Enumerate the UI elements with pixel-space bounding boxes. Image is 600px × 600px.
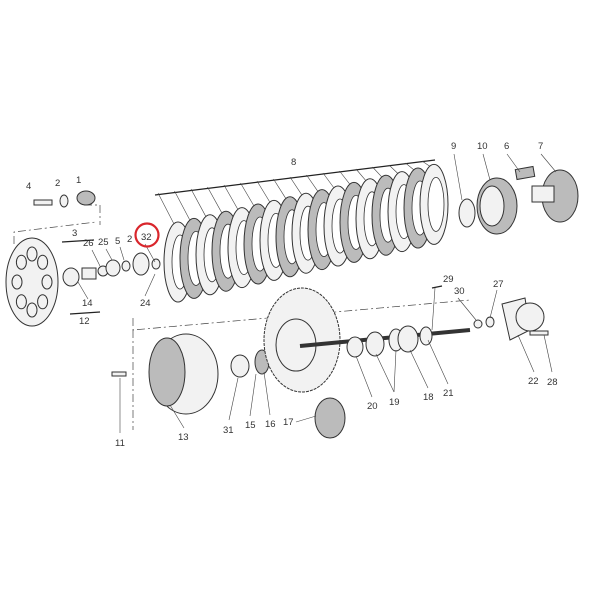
label-part-19: 19 [389, 397, 400, 408]
label-part-31: 31 [223, 425, 234, 436]
hole [26, 302, 38, 318]
label-part-28: 28 [547, 377, 558, 388]
label-part-10: 10 [477, 141, 488, 152]
label-part-1: 1 [76, 175, 81, 186]
label-part-9: 9 [451, 141, 456, 152]
bracket-8 [154, 159, 436, 196]
label-part-30: 30 [454, 286, 465, 297]
label-part-21: 21 [443, 388, 454, 399]
hole [37, 294, 49, 310]
label-part-15: 15 [245, 420, 256, 431]
label-part-8: 8 [291, 157, 296, 168]
label-part-13: 13 [178, 432, 189, 443]
label-part-12: 12 [79, 316, 90, 327]
label-part-17: 17 [283, 417, 294, 428]
label-part-11: 11 [115, 438, 125, 449]
highlight-circle [134, 222, 160, 248]
label-part-6: 6 [504, 141, 509, 152]
hole [11, 274, 23, 290]
label-part-25: 25 [98, 237, 109, 248]
label-part-3: 3 [72, 228, 77, 239]
clutch-basket [111, 287, 549, 439]
hole [15, 254, 27, 270]
label-part-14: 14 [82, 298, 93, 309]
clutch-hub [458, 165, 579, 235]
label-part-29: 29 [443, 274, 454, 285]
label-part-7: 7 [538, 141, 543, 152]
hole [26, 246, 38, 262]
label-part-2: 2 [55, 178, 60, 189]
label-part-27: 27 [493, 279, 504, 290]
label-part-16: 16 [265, 419, 276, 430]
label-part-2: 2 [127, 234, 132, 245]
label-part-20: 20 [367, 401, 378, 412]
label-part-26: 26 [83, 238, 94, 249]
small-parts [33, 190, 161, 287]
clutch-plates [163, 163, 449, 303]
label-part-24: 24 [140, 298, 151, 309]
plate-leaders [157, 160, 431, 225]
hole [41, 274, 53, 290]
frame-line [13, 221, 97, 244]
label-part-22: 22 [528, 376, 539, 387]
label-part-18: 18 [423, 392, 434, 403]
label-part-5: 5 [115, 236, 120, 247]
frame-line [84, 204, 101, 225]
pressure-plate [5, 237, 59, 327]
hole [37, 254, 49, 270]
leader-lines [61, 153, 557, 433]
label-part-4: 4 [26, 181, 31, 192]
hole [15, 294, 27, 310]
clutch-plate [419, 163, 449, 245]
label-part-32: 32 [141, 232, 152, 243]
part-labels: 1 2 4 3 26 25 5 2 32 24 14 12 8 9 10 6 7… [26, 141, 558, 449]
